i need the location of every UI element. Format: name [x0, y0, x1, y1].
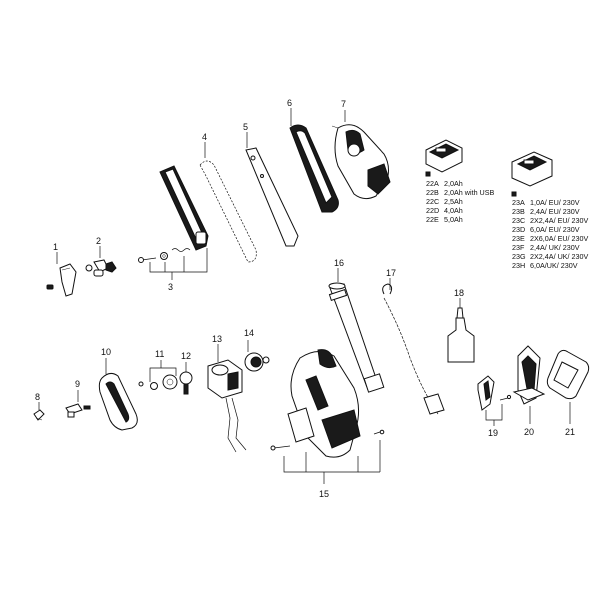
part-7-motor-housing: 7: [331, 99, 391, 200]
part-11-gear-set: 11: [138, 349, 178, 390]
part-18-oil-bottle: 18: [447, 288, 475, 363]
charger-spec-1: 1,0A/ EU/ 230V: [530, 198, 580, 207]
charger-code-4: 23D: [512, 225, 525, 234]
part-3-screws: 3: [138, 248, 208, 292]
callout-6: 6: [287, 98, 292, 108]
callout-16: 16: [334, 258, 344, 268]
callout-20: 20: [524, 427, 534, 437]
callout-14: 14: [244, 328, 254, 338]
callout-15: 15: [319, 489, 329, 499]
part-16-oil-tube: 16: [328, 258, 385, 393]
callout-1: 1: [53, 242, 58, 252]
charger-code-7: 23G: [512, 252, 526, 261]
part-19-belt-clip: 19: [477, 375, 512, 438]
part-6-chain-guard: 6: [287, 98, 339, 213]
charger-spec-2: 2,4A/ EU/ 230V: [530, 207, 580, 216]
part-22-battery: [425, 139, 463, 177]
part-1-trigger: 1: [46, 242, 77, 297]
callout-5: 5: [243, 122, 248, 132]
callout-8: 8: [35, 392, 40, 402]
part-4-chain: 4: [199, 132, 257, 263]
charger-spec-7: 2X2,4A/ UK/ 230V: [530, 252, 589, 261]
charger-spec-5: 2X6,0A/ EU/ 230V: [530, 234, 589, 243]
part-15-housing-assembly: 15: [270, 349, 385, 499]
battery-code-1: 22A: [426, 179, 439, 188]
callout-9: 9: [75, 379, 80, 389]
part-9-lock-button: 9: [65, 379, 91, 418]
battery-spec-4: 4,0Ah: [444, 206, 463, 215]
battery-variant-list: 22A 2,0Ah 22B 2,0Ah with USB 22C 2,5Ah 2…: [426, 179, 495, 224]
part-2-switch-parts: 2: [85, 236, 117, 277]
battery-spec-1: 2,0Ah: [444, 179, 463, 188]
callout-19: 19: [488, 428, 498, 438]
callout-11: 11: [155, 349, 164, 359]
battery-code-2: 22B: [426, 188, 439, 197]
part-12-sprocket: 12: [179, 351, 193, 395]
callout-4: 4: [202, 132, 207, 142]
callout-3: 3: [168, 282, 173, 292]
charger-spec-6: 2,4A/ UK/ 230V: [530, 243, 580, 252]
charger-code-2: 23B: [512, 207, 525, 216]
part-14-clutch-gear: 14: [244, 328, 270, 372]
part-5-guide-bar: 5: [243, 122, 299, 247]
charger-code-3: 23C: [512, 216, 525, 225]
charger-spec-8: 6,0A/UK/ 230V: [530, 261, 578, 270]
part-21-bracket: 21: [546, 349, 590, 437]
callout-18: 18: [454, 288, 464, 298]
battery-code-4: 22D: [426, 206, 439, 215]
charger-spec-4: 6,0A/ EU/ 230V: [530, 225, 580, 234]
part-13-motor: 13: [207, 334, 247, 453]
charger-code-1: 23A: [512, 198, 525, 207]
charger-variant-list: 23A 1,0A/ EU/ 230V 23B 2,4A/ EU/ 230V 23…: [512, 198, 589, 270]
charger-spec-3: 2X2,4A/ EU/ 230V: [530, 216, 589, 225]
callout-21: 21: [565, 427, 575, 437]
callout-2: 2: [96, 236, 101, 246]
callout-10: 10: [101, 347, 111, 357]
part-8-clip: 8: [33, 392, 45, 421]
battery-spec-5: 5,0Ah: [444, 215, 463, 224]
part-17-hose: 17: [382, 268, 445, 415]
part-20-stand: 20: [512, 345, 546, 437]
part-10-handle-cover: 10: [98, 347, 138, 431]
part-23-charger: [511, 151, 553, 197]
callout-17: 17: [386, 268, 396, 278]
charger-code-6: 23F: [512, 243, 525, 252]
battery-code-3: 22C: [426, 197, 439, 206]
battery-code-5: 22E: [426, 215, 439, 224]
charger-code-8: 23H: [512, 261, 525, 270]
callout-13: 13: [212, 334, 222, 344]
battery-spec-2: 2,0Ah with USB: [444, 188, 495, 197]
callout-12: 12: [181, 351, 191, 361]
battery-spec-3: 2,5Ah: [444, 197, 463, 206]
part-4-bar-cover: [159, 165, 209, 251]
charger-code-5: 23E: [512, 234, 525, 243]
callout-7: 7: [341, 99, 346, 109]
